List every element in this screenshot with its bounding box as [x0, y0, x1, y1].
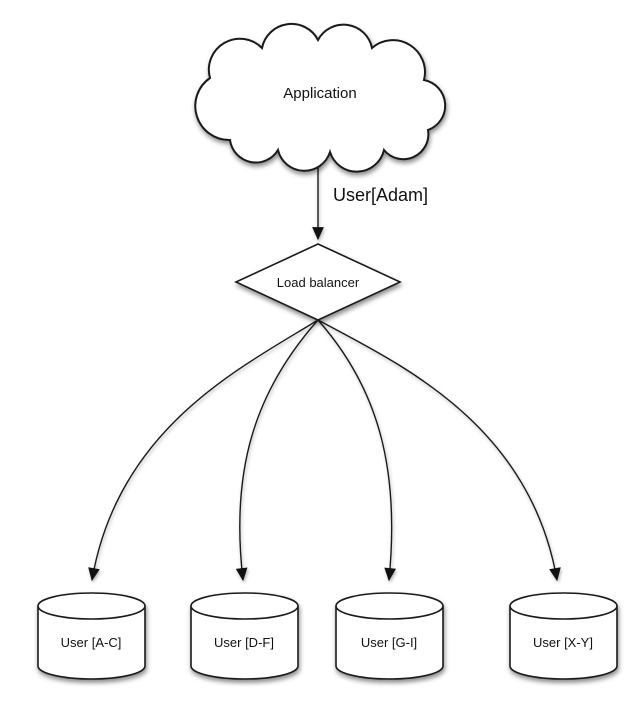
edge-loadbalancer-to-db-ac	[88, 319, 319, 582]
node-db-df-label: User [D-F]	[214, 635, 274, 650]
node-load-balancer-label: Load balancer	[277, 275, 360, 290]
cylinder-body	[37, 606, 146, 680]
diamond-shape	[234, 243, 402, 321]
edge-label-user-adam: User[Adam]	[333, 185, 428, 205]
node-db-gi-label: User [G-I]	[361, 635, 417, 650]
node-application: Application	[194, 22, 447, 173]
cylinder-top	[37, 592, 146, 620]
edge-loadbalancer-to-db-df	[235, 319, 319, 582]
edge-loadbalancer-to-db-xy	[317, 319, 561, 582]
cylinder-body	[509, 606, 618, 680]
node-application-label: Application	[283, 85, 356, 102]
cylinder-body	[335, 606, 444, 680]
node-db-ac: User [A-C]	[37, 592, 146, 680]
node-db-df: User [D-F]	[190, 592, 299, 680]
node-db-gi: User [G-I]	[335, 592, 444, 680]
cloud-shape	[194, 22, 447, 173]
cylinder-top	[190, 592, 299, 620]
cylinder-top	[335, 592, 444, 620]
edge-loadbalancer-to-db-gi	[317, 319, 397, 582]
node-db-xy-label: User [X-Y]	[533, 635, 593, 650]
cylinder-top	[509, 592, 618, 620]
cylinder-body	[190, 606, 299, 680]
node-load-balancer: Load balancer	[234, 243, 402, 321]
edges-layer	[88, 157, 561, 582]
node-db-xy: User [X-Y]	[509, 592, 618, 680]
node-db-ac-label: User [A-C]	[61, 635, 122, 650]
